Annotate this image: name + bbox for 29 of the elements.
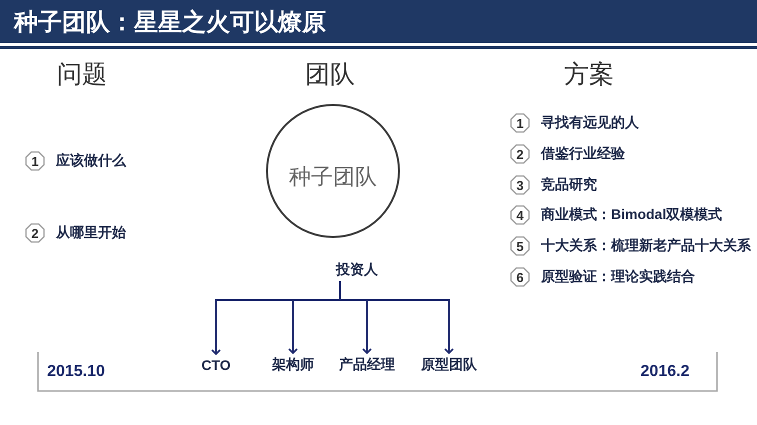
number-octagon: 1 xyxy=(510,113,530,133)
date-label: 2015.10 xyxy=(47,363,105,381)
arrow xyxy=(339,281,454,354)
number-octagon: 4 xyxy=(510,205,530,225)
item-text: 借鉴行业经验 xyxy=(541,145,625,163)
item-text: 原型验证：理论实践结合 xyxy=(541,268,695,286)
number-octagon: 5 xyxy=(510,236,530,256)
item-text: 十大关系：梳理新老产品十大关系 xyxy=(541,237,751,255)
item-text: 竞品研究 xyxy=(541,176,597,194)
org-label: 架构师 xyxy=(272,356,314,374)
column-heading: 团队 xyxy=(305,60,355,90)
item-text: 应该做什么 xyxy=(56,152,126,170)
circle-node: 种子团队 xyxy=(266,104,400,238)
column-heading: 方案 xyxy=(564,60,614,90)
org-label: 原型团队 xyxy=(421,356,477,374)
item-text: 寻找有远见的人 xyxy=(541,114,639,132)
org-label: CTO xyxy=(201,357,231,373)
number-octagon: 6 xyxy=(510,267,530,287)
org-label: 产品经理 xyxy=(339,356,395,374)
item-text: 商业模式：Bimodal双模模式 xyxy=(541,206,722,224)
column-heading: 问题 xyxy=(57,60,107,90)
number-octagon: 2 xyxy=(510,144,530,164)
date-label: 2016.2 xyxy=(640,363,690,381)
number-octagon: 2 xyxy=(25,223,45,243)
page-title: 种子团队：星星之火可以燎原 xyxy=(14,8,326,38)
number-octagon: 1 xyxy=(25,151,45,171)
org-label: 投资人 xyxy=(336,261,378,279)
number-octagon: 3 xyxy=(510,175,530,195)
item-text: 从哪里开始 xyxy=(56,224,126,242)
